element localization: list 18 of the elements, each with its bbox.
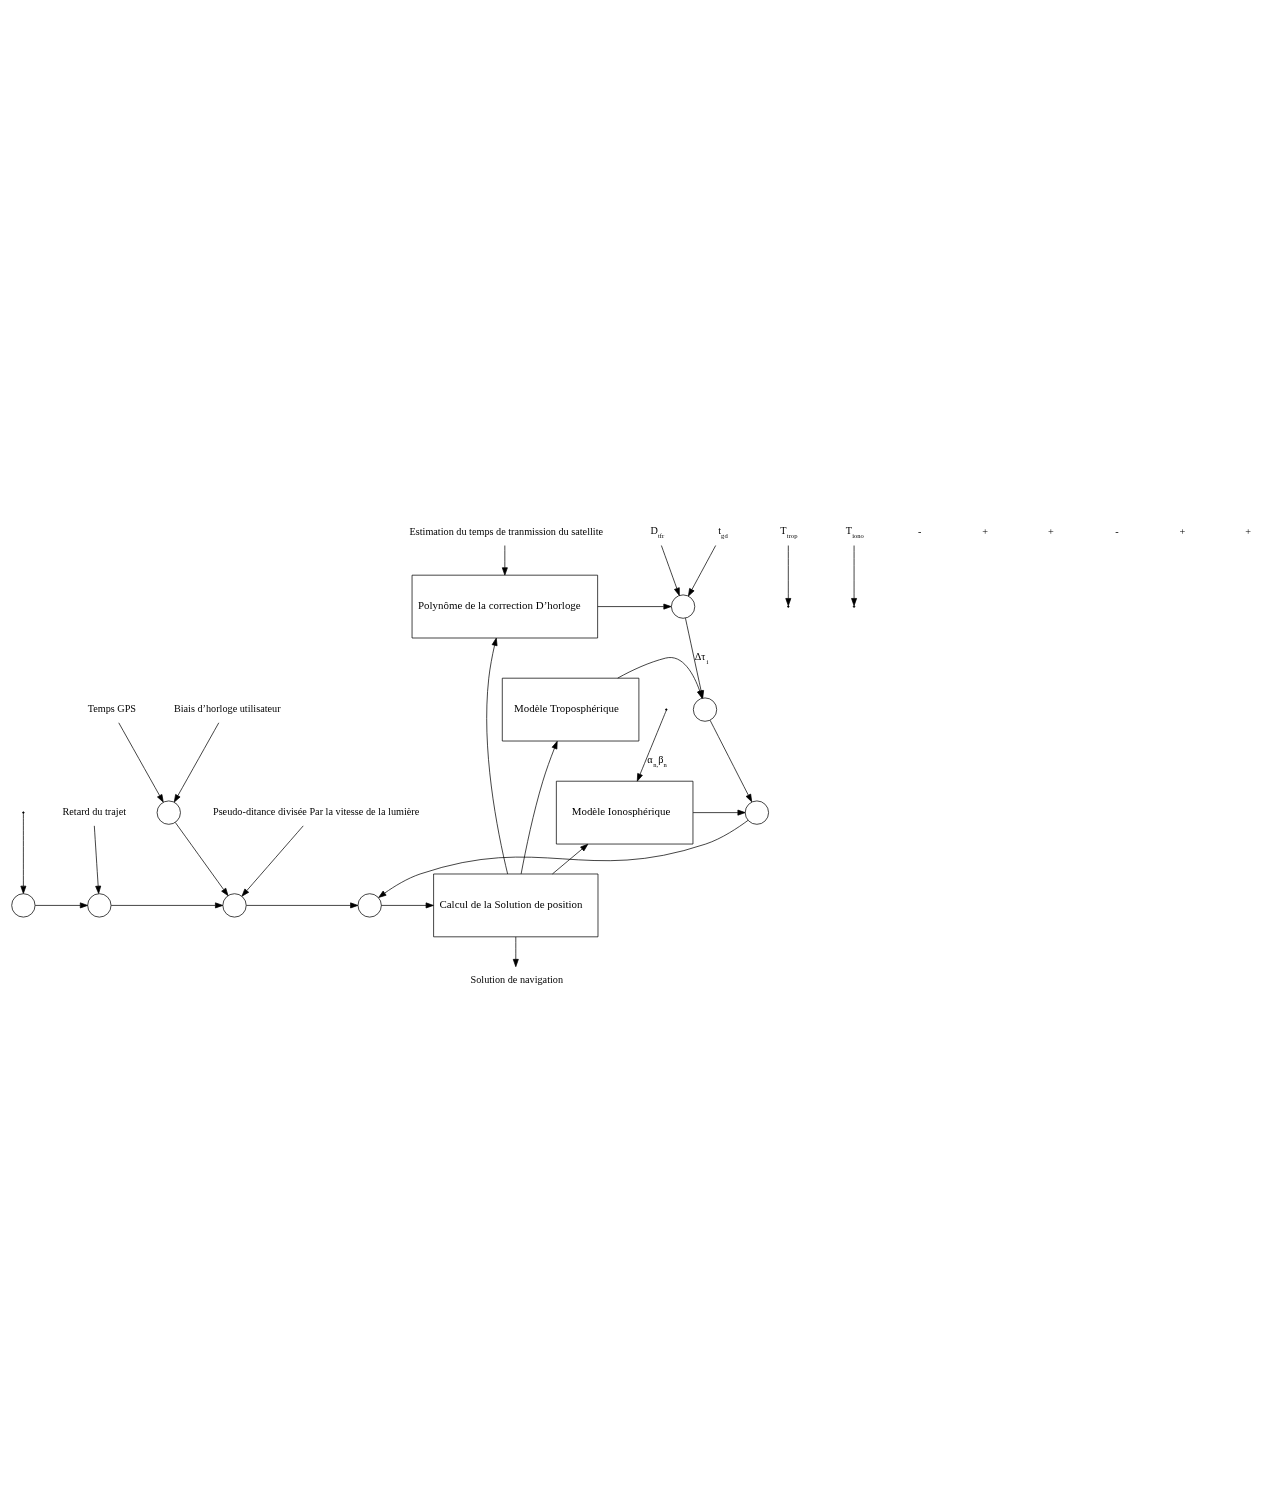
label: -: [917, 525, 922, 537]
label: +: [1048, 525, 1054, 537]
node-text: Solution de navigation: [470, 973, 564, 985]
node-text: T$_{iono}$: [845, 524, 864, 539]
edge-label: α$_{n,}$β$_{n}$: [647, 753, 667, 768]
node-text: Retard du trajet: [62, 805, 127, 817]
node-text: Estimation du temps de tranmission du satellite: [409, 525, 604, 537]
node-text: Pseudo-ditance divisée Par la vitesse de la lumière: [212, 805, 420, 817]
label: +: [982, 525, 989, 537]
node-text: D$_{tfr}$: [650, 524, 665, 539]
label: +: [1245, 525, 1252, 537]
node-text: Temps GPS: [87, 702, 137, 714]
node-text: Biais d’horloge utilisateur: [173, 702, 281, 714]
label: +: [1179, 525, 1186, 537]
node-text: T$_{trop}$: [780, 524, 798, 539]
edge-label: Δτ$_{i}$: [694, 650, 709, 665]
node-text: t$_{gd}$: [718, 524, 728, 539]
label: -: [1115, 525, 1119, 537]
